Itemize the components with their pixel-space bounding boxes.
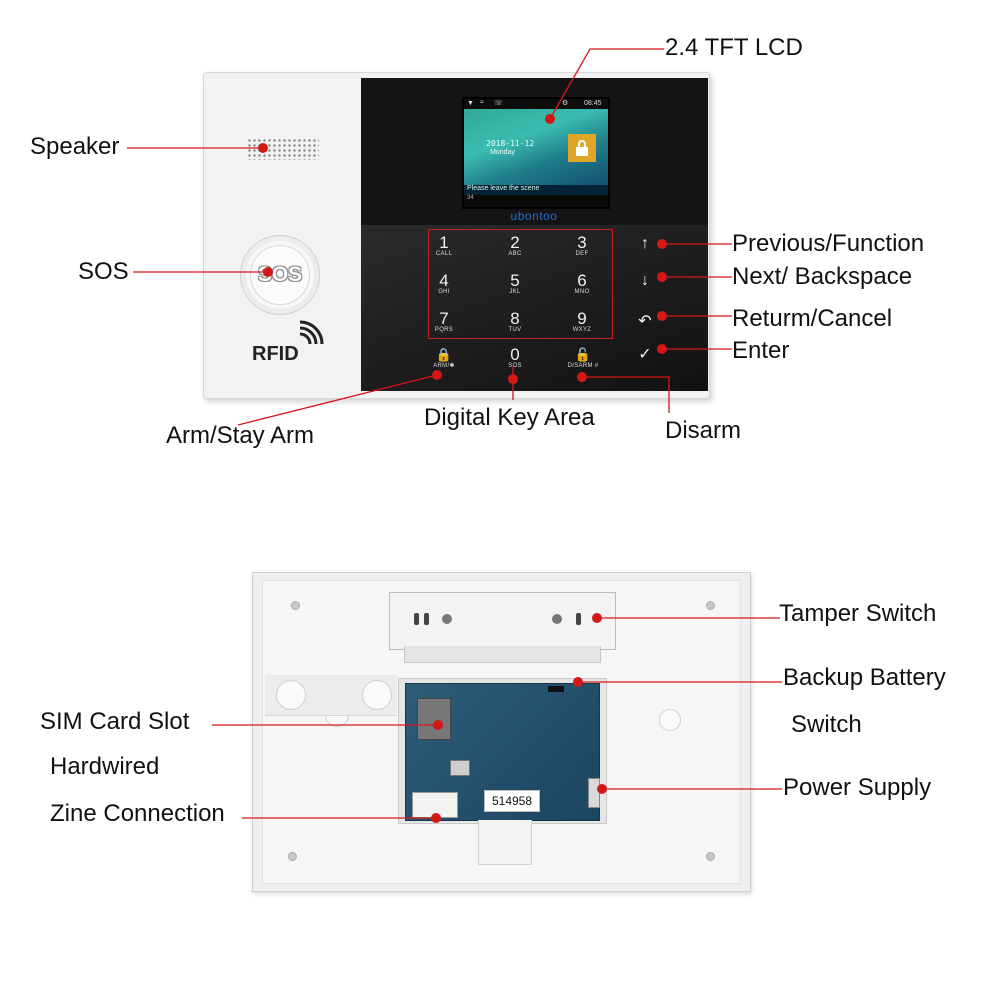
lock-icon [568, 134, 596, 162]
bracket-screw [552, 614, 562, 624]
up-arrow-key[interactable]: ↑ [641, 235, 649, 252]
brand-logo: ubontoo [510, 209, 558, 223]
lcd-screen: ▼ ≈ ☏ ⚙ 08:45 2018-11-12 Monday Please l… [462, 97, 610, 209]
next-dot [657, 272, 667, 282]
knockout-hole [276, 680, 306, 710]
return-dot [657, 311, 667, 321]
key-icon: ⚙ [562, 100, 569, 107]
wifi-icon: ≈ [480, 99, 484, 106]
hardwired-label: Hardwired [50, 753, 160, 780]
disarm-dot [577, 372, 587, 382]
serial-sticker: 514958 [484, 790, 540, 812]
bracket-slot [414, 613, 419, 625]
arm-callout-line [237, 374, 438, 426]
speaker-dot [258, 143, 268, 153]
arm-label: Arm/Stay Arm [166, 422, 315, 449]
previous-label: Previous/Function [732, 230, 925, 257]
lcd-message: Please leave the scene [464, 185, 608, 195]
lcd-footer: 34 [464, 195, 608, 207]
sos-dot [263, 267, 273, 277]
disarm-label: Disarm [665, 417, 741, 444]
digital-key-area-outline [428, 229, 613, 339]
enter-label: Enter [732, 337, 790, 364]
speaker-label: Speaker [30, 133, 120, 160]
down-arrow-key[interactable]: ↓ [641, 272, 649, 289]
screw [706, 852, 715, 861]
key-0[interactable]: 0 SOS [508, 345, 522, 369]
backup-switch-label: Switch [791, 711, 862, 738]
phone-icon: ☏ [494, 100, 503, 107]
lcd-date: 2018-11-12 [486, 139, 535, 148]
mount-hole [659, 709, 681, 731]
power-dot [597, 784, 607, 794]
chip [450, 760, 470, 776]
arm-dot [432, 370, 442, 380]
previous-dot [657, 239, 667, 249]
return-label: Returm/Cancel [732, 305, 893, 332]
unlock-icon: 🔓 [574, 347, 592, 362]
zine-connection-label: Zine Connection [50, 800, 225, 827]
tamper-switch-label: Tamper Switch [779, 600, 937, 627]
sos-button-label: SOS [250, 245, 310, 305]
key-arm[interactable]: 🔒 ARM/✱ [421, 346, 467, 370]
tamper-dot [592, 613, 602, 623]
enter-key[interactable]: ✓ [638, 346, 652, 363]
lcd-day: Monday [490, 149, 515, 156]
rfid-waves-icon [299, 320, 324, 345]
arm-lock-icon: 🔒 [435, 347, 453, 362]
knockout-hole [362, 680, 392, 710]
bracket-slot [424, 613, 429, 625]
tamper-bracket-lip [404, 646, 601, 663]
sim-card-slot [417, 698, 451, 740]
backup-dot [573, 677, 583, 687]
bracket-screw [442, 614, 452, 624]
lcd-status-bar: ▼ ≈ ☏ ⚙ 08:45 [464, 99, 608, 109]
lcd-label: 2.4 TFT LCD [665, 34, 803, 61]
next-label: Next/ Backspace [732, 263, 913, 290]
lcd-time: 08:45 [584, 100, 602, 107]
signal-icon: ▼ [467, 100, 474, 107]
key-disarm[interactable]: 🔓 DISARM # [560, 346, 606, 370]
zine-dot [431, 813, 441, 823]
disarm-callout-line [582, 376, 670, 413]
sim-card-slot-label: SIM Card Slot [40, 708, 190, 735]
return-key[interactable]: ↶ [638, 313, 652, 330]
keypad [361, 225, 708, 391]
digital-key-area-label: Digital Key Area [424, 404, 595, 431]
sos-label: SOS [78, 258, 129, 285]
screw [288, 852, 297, 861]
rfid-label: RFID [252, 343, 299, 365]
mount-slot [478, 820, 532, 865]
enter-dot [657, 344, 667, 354]
bracket-slot [576, 613, 581, 625]
lcd-callout-line [549, 48, 664, 120]
battery-switch [548, 686, 564, 692]
lcd-dot [545, 114, 555, 124]
screw [706, 601, 715, 610]
lcd-wallpaper: 2018-11-12 Monday [464, 109, 608, 195]
screw [291, 601, 300, 610]
backup-battery-label: Backup Battery [783, 664, 946, 691]
sim-dot [433, 720, 443, 730]
digital-dot [508, 374, 518, 384]
power-supply-label: Power Supply [783, 774, 932, 801]
